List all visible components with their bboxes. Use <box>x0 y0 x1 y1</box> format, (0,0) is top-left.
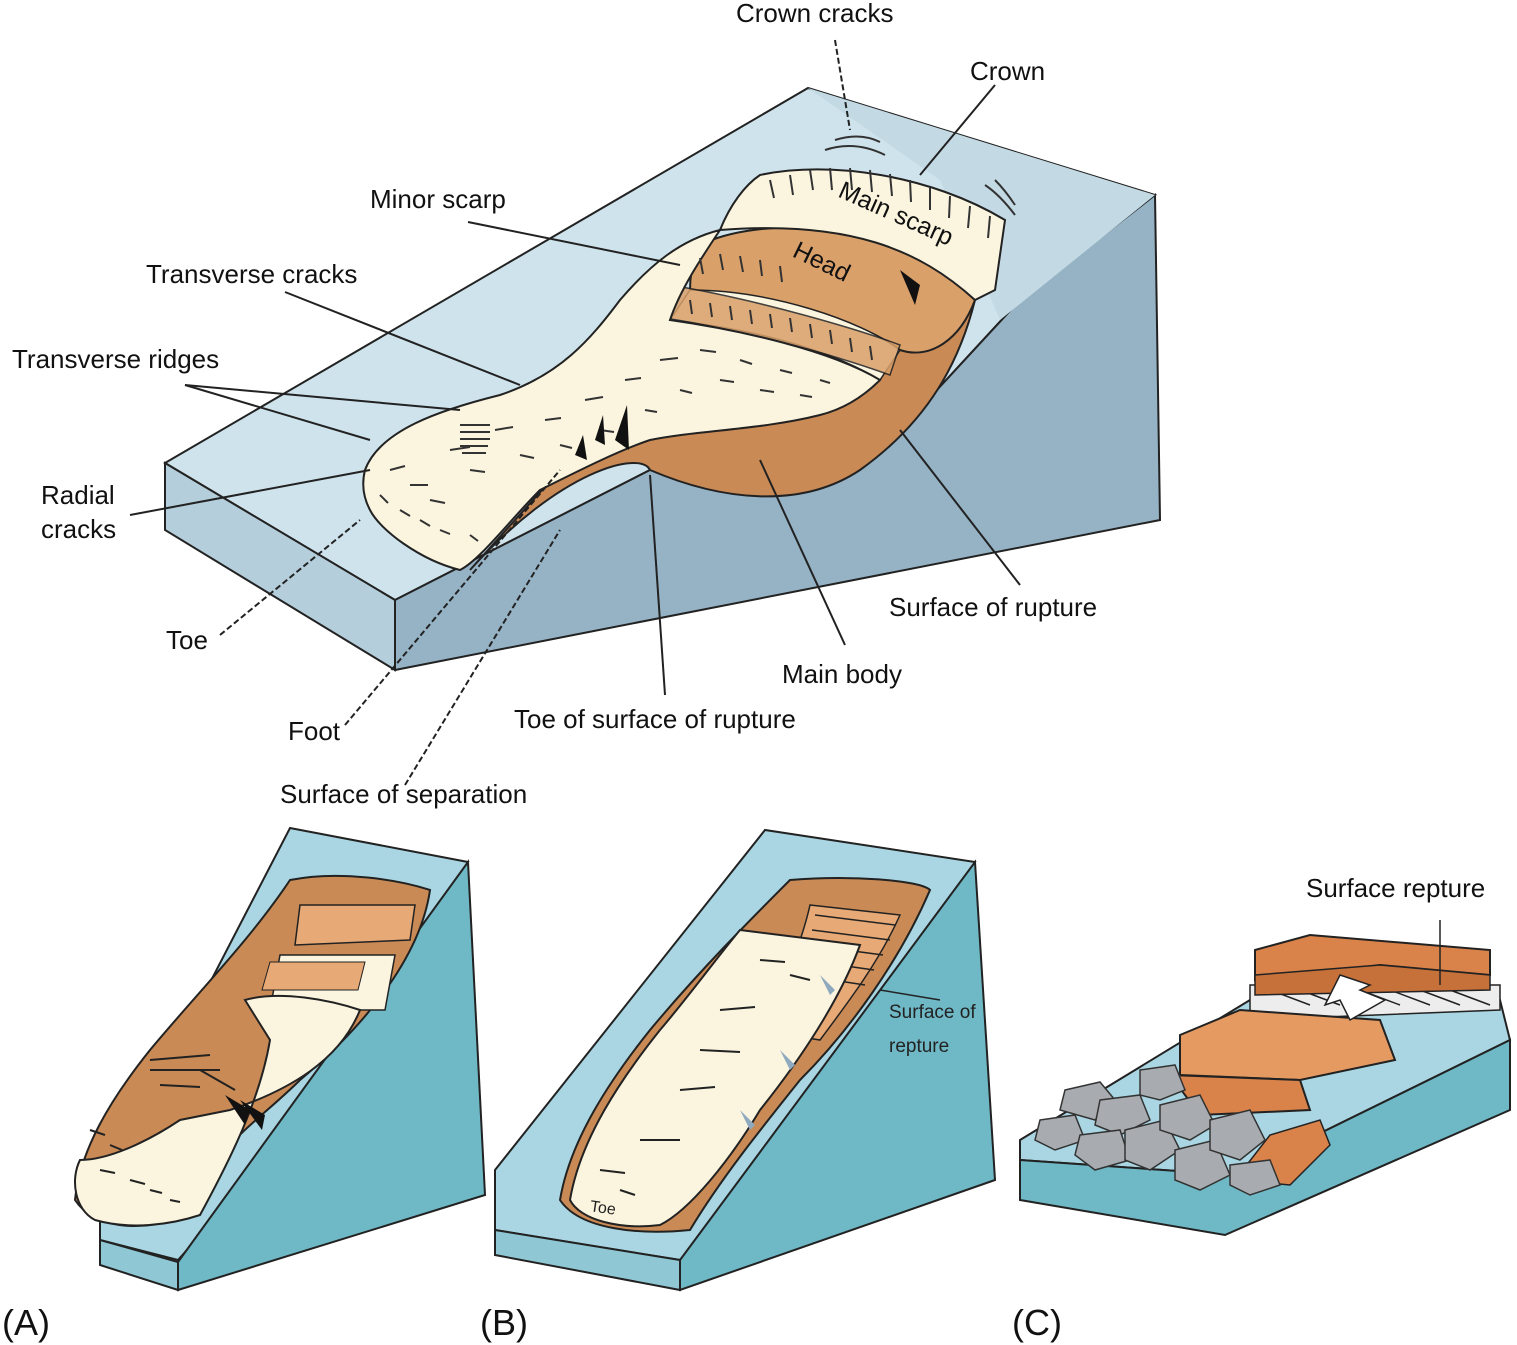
label-b-surface-of-repture: Surface of repture <box>889 1002 976 1057</box>
label-radial-cracks: Radial cracks <box>41 480 117 544</box>
label-transverse-cracks: Transverse cracks <box>146 259 358 289</box>
crack-opening-2 <box>595 415 605 445</box>
label-surface-of-separation: Surface of separation <box>280 779 528 809</box>
panel-label-b: (B) <box>480 1302 528 1343</box>
label-transverse-ridges: Transverse ridges <box>12 344 220 374</box>
label-foot: Foot <box>288 716 341 746</box>
main-body <box>362 228 882 572</box>
label-toe-of-surface-of-rupture: Toe of surface of rupture <box>514 704 796 734</box>
label-crown-cracks: Crown cracks <box>736 0 894 28</box>
panel-b-art <box>494 828 997 1292</box>
body-texture <box>379 349 831 542</box>
label-b-toe: Toe <box>588 1198 617 1219</box>
main-scarp-band <box>718 168 1007 302</box>
panel-label-a: (A) <box>2 1302 50 1343</box>
label-minor-scarp: Minor scarp <box>370 184 506 214</box>
crack-opening-4 <box>900 270 920 305</box>
scarp-ticks <box>689 167 991 361</box>
label-surface-of-rupture: Surface of rupture <box>889 592 1098 622</box>
leader-lines <box>129 39 1021 786</box>
label-main-body: Main body <box>782 659 902 689</box>
block-top-right <box>808 88 1155 320</box>
crack-opening-3 <box>615 405 629 450</box>
panel-c-art <box>1019 920 1512 1237</box>
crown-cracks <box>824 135 1016 216</box>
panel-label-c: (C) <box>1012 1302 1062 1343</box>
label-c-surface-repture: Surface repture <box>1306 873 1486 903</box>
panel-a-art <box>73 826 487 1292</box>
crack-opening-1 <box>575 435 587 460</box>
label-crown: Crown <box>970 56 1046 86</box>
label-toe: Toe <box>166 625 208 655</box>
